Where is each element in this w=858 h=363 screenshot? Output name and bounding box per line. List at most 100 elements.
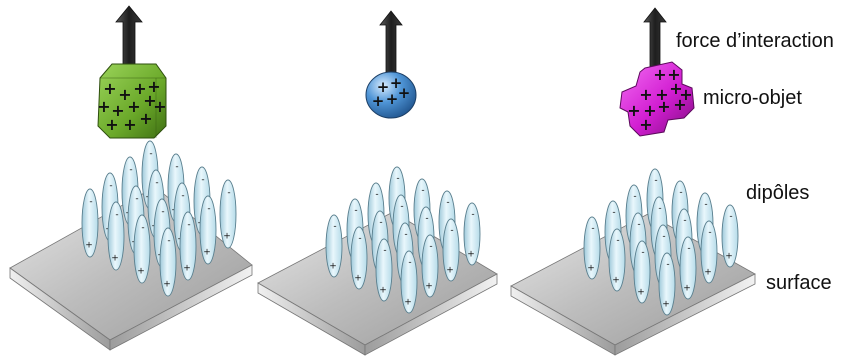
dipole-negative-sign: - — [333, 222, 336, 232]
dipole-positive-sign: + — [379, 285, 387, 295]
dipole-positive-sign: + — [425, 281, 433, 291]
dipole: -+ — [443, 219, 459, 281]
charge-plus: + — [123, 115, 136, 134]
dipole-positive-sign: + — [223, 231, 231, 241]
dipole: -+ — [326, 215, 342, 277]
dipole-positive-sign: + — [446, 265, 454, 275]
dipole-positive-sign: + — [203, 247, 211, 257]
dipole: -+ — [464, 203, 480, 265]
dipole: -+ — [722, 205, 738, 267]
charge-plus: + — [673, 95, 686, 114]
dipole: -+ — [376, 239, 392, 301]
dipole-negative-sign: - — [149, 149, 152, 159]
dipole: -+ — [609, 229, 625, 291]
dipole-negative-sign: - — [354, 206, 357, 216]
dipole: -+ — [584, 217, 600, 279]
dipole-negative-sign: - — [658, 204, 661, 214]
panel-2: -+-+-+-+-+-+-+-+-+-+-+-+-+-+-+-+ +++++ — [258, 11, 497, 355]
dipole-negative-sign: - — [181, 191, 184, 201]
dipole-negative-sign: - — [666, 260, 669, 270]
dipole-negative-sign: - — [161, 207, 164, 217]
dipole-negative-sign: - — [408, 258, 411, 268]
dipole-positive-sign: + — [587, 263, 595, 273]
dipole-positive-sign: + — [137, 266, 145, 276]
dipole-positive-sign: + — [467, 249, 475, 259]
dipole-negative-sign: - — [637, 220, 640, 230]
dipole-negative-sign: - — [425, 214, 428, 224]
dipole: -+ — [160, 228, 176, 296]
dipole-negative-sign: - — [396, 174, 399, 184]
label-dipoles: dipôles — [746, 182, 809, 204]
dipole-negative-sign: - — [135, 194, 138, 204]
dipole-positive-sign: + — [725, 251, 733, 261]
dipole-negative-sign: - — [683, 216, 686, 226]
dipole-negative-sign: - — [591, 224, 594, 234]
label-micro-objet: micro-objet — [703, 87, 802, 109]
dipole-negative-sign: - — [654, 176, 657, 186]
dipole-negative-sign: - — [207, 204, 210, 214]
dipole-negative-sign: - — [446, 198, 449, 208]
charge-plus: + — [657, 97, 670, 116]
charge-plus: + — [386, 90, 399, 108]
dipole-negative-sign: - — [89, 197, 92, 207]
dipole-negative-sign: - — [633, 192, 636, 202]
charge-plus: + — [97, 97, 110, 116]
dipole-positive-sign: + — [354, 273, 362, 283]
dipole: -+ — [701, 221, 717, 283]
dipole-negative-sign: - — [129, 165, 132, 175]
charge-plus: + — [105, 115, 118, 134]
dipole-negative-sign: - — [641, 248, 644, 258]
dipole-negative-sign: - — [450, 226, 453, 236]
dipole-negative-sign: - — [379, 218, 382, 228]
charge-plus: + — [139, 109, 152, 128]
label-surface: surface — [766, 272, 832, 294]
dipole-positive-sign: + — [662, 299, 670, 309]
dipole-negative-sign: - — [471, 210, 474, 220]
dipole-negative-sign: - — [227, 188, 230, 198]
dipole-negative-sign: - — [616, 236, 619, 246]
dipole-positive-sign: + — [85, 240, 93, 250]
dipole-negative-sign: - — [708, 228, 711, 238]
dipole-negative-sign: - — [612, 208, 615, 218]
dipole-negative-sign: - — [141, 223, 144, 233]
dipole-negative-sign: - — [704, 200, 707, 210]
dipole-positive-sign: + — [637, 287, 645, 297]
charge-plus: + — [398, 84, 411, 102]
dipole-negative-sign: - — [662, 232, 665, 242]
dipole-positive-sign: + — [163, 279, 171, 289]
dipole-positive-sign: + — [683, 283, 691, 293]
dipole-negative-sign: - — [383, 246, 386, 256]
dipole-negative-sign: - — [155, 178, 158, 188]
force-arrow-3 — [644, 8, 666, 68]
dipole-positive-sign: + — [183, 263, 191, 273]
dipole: -+ — [82, 189, 98, 257]
charge-plus: + — [153, 97, 166, 116]
dipole-positive-sign: + — [704, 267, 712, 277]
dipole-negative-sign: - — [404, 230, 407, 240]
dipole-negative-sign: - — [421, 186, 424, 196]
dipole: -+ — [422, 235, 438, 297]
dipole: -+ — [180, 212, 196, 280]
dipole: -+ — [200, 196, 216, 264]
dipole-negative-sign: - — [687, 244, 690, 254]
dipole-positive-sign: + — [111, 253, 119, 263]
dipole: -+ — [401, 251, 417, 313]
dipole-negative-sign: - — [175, 162, 178, 172]
panel-3: -+-+-+-+-+-+-+-+-+-+-+-+-+-+-+-+ +++++++… — [511, 8, 755, 355]
dipole-negative-sign: - — [187, 220, 190, 230]
dipole-negative-sign: - — [358, 234, 361, 244]
dipole-negative-sign: - — [109, 181, 112, 191]
dipole-negative-sign: - — [201, 175, 204, 185]
force-arrow-1 — [116, 6, 142, 68]
dipole-negative-sign: - — [679, 188, 682, 198]
panel-1: -+-+-+-+-+-+-+-+-+-+-+-+-+-+-+-+ +++++++… — [10, 6, 252, 350]
force-arrow-2 — [380, 11, 402, 76]
dipole-negative-sign: - — [167, 236, 170, 246]
dipole-positive-sign: + — [329, 261, 337, 271]
dipole-negative-sign: - — [115, 210, 118, 220]
charge-plus: + — [653, 65, 666, 84]
label-force: force d’interaction — [676, 30, 834, 52]
dipole-negative-sign: - — [429, 242, 432, 252]
dipole: -+ — [108, 202, 124, 270]
